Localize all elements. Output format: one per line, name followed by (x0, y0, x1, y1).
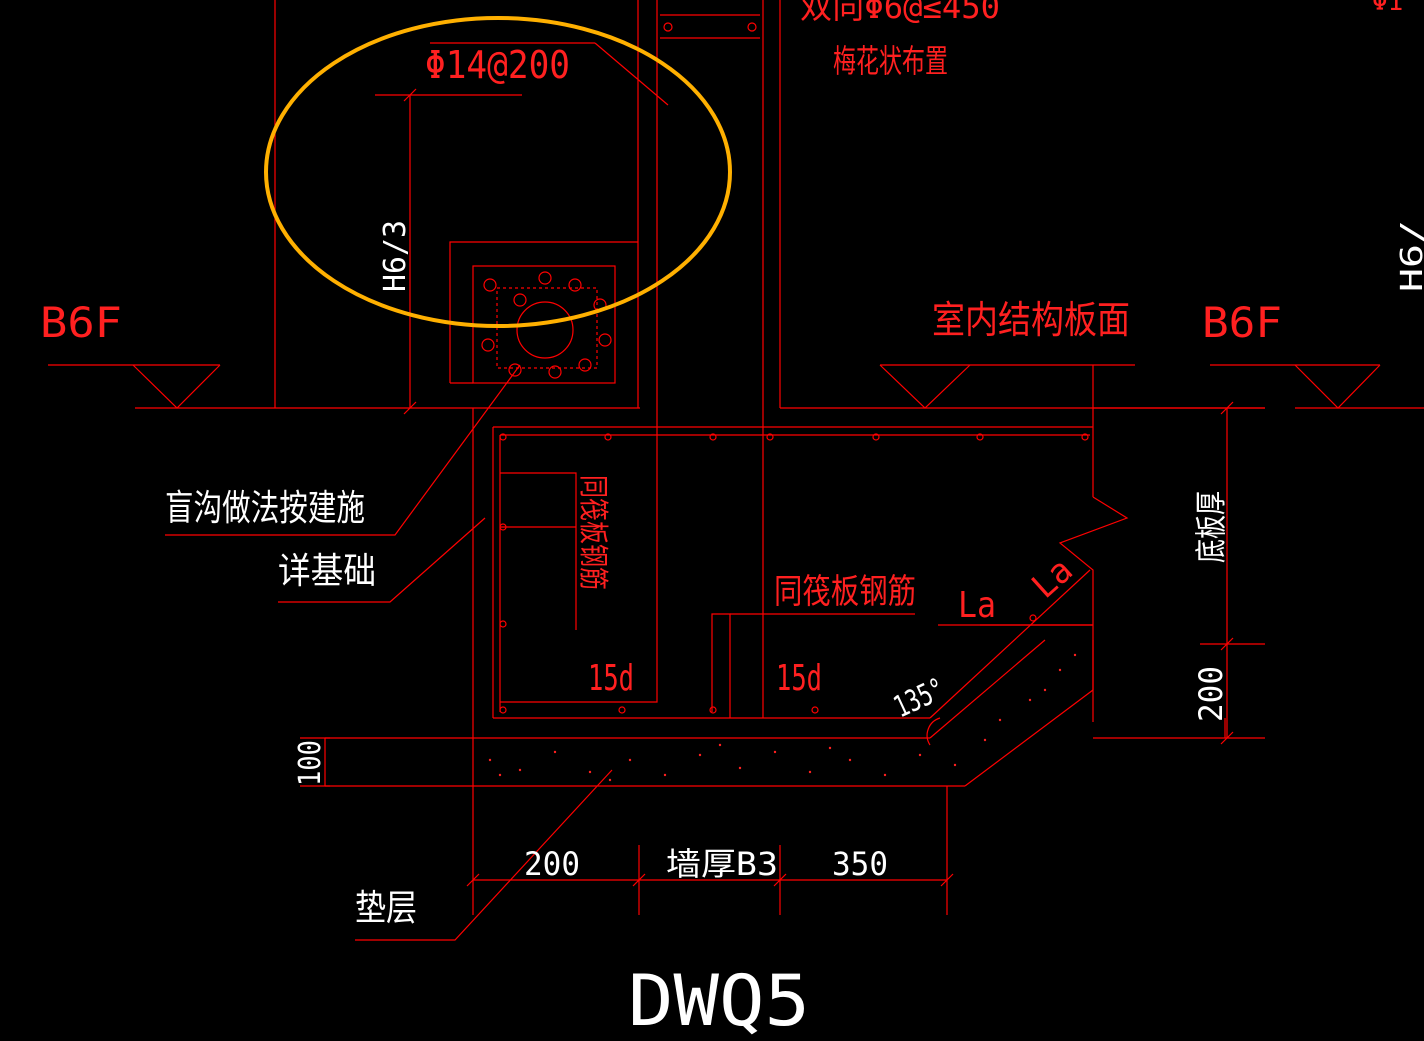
top-note-2: 梅花状布置 (833, 42, 948, 80)
indoor-slab-label: 室内结构板面 (932, 298, 1130, 342)
blind-ditch-label-2: 详基础 (278, 551, 376, 592)
highlight-ellipse (264, 16, 732, 328)
dim-100-left: 100 (293, 740, 328, 786)
top-right-cut-label: Φ1 (1372, 0, 1403, 17)
dim-200-bottom: 200 (524, 845, 580, 883)
same-raft-horizontal-label: 同筏板钢筋 (774, 572, 916, 612)
concrete-hatch (488, 653, 1077, 782)
structure-lines (48, 0, 1424, 941)
same-raft-vertical-label: 同筏板钢筋 (575, 475, 610, 590)
drawing-title: DWQ5 (628, 960, 810, 1041)
dim-200-right: 200 (1192, 666, 1230, 722)
la-label-1: La (958, 585, 996, 626)
h6-3-right-label: H6/ (1395, 220, 1424, 292)
h6-3-left-label: H6/3 (378, 220, 413, 292)
dim-wall-thickness: 墙厚B3 (666, 845, 778, 883)
blind-ditch-label-1: 盲沟做法按建施 (165, 488, 365, 529)
la-label-2: La (1024, 550, 1080, 606)
b6f-right-label: B6F (1202, 298, 1282, 347)
slab-thickness-label: 底板厚 (1192, 491, 1230, 563)
angle-135-label: 135° (889, 672, 951, 726)
anchor-15d-left: 15d (588, 658, 634, 699)
b6f-left-label: B6F (40, 298, 122, 347)
annotations: Φ14@200 双向Φ6@≤450 梅花状布置 Φ1 B6F B6F 室内结构板… (40, 0, 1424, 1041)
top-note-1: 双向Φ6@≤450 (800, 0, 1000, 26)
anchor-15d-right: 15d (776, 658, 822, 699)
rebar-dots (499, 433, 1089, 714)
rebar-spec-label: Φ14@200 (425, 43, 570, 87)
dim-350: 350 (832, 845, 888, 883)
cushion-label: 垫层 (355, 888, 417, 929)
